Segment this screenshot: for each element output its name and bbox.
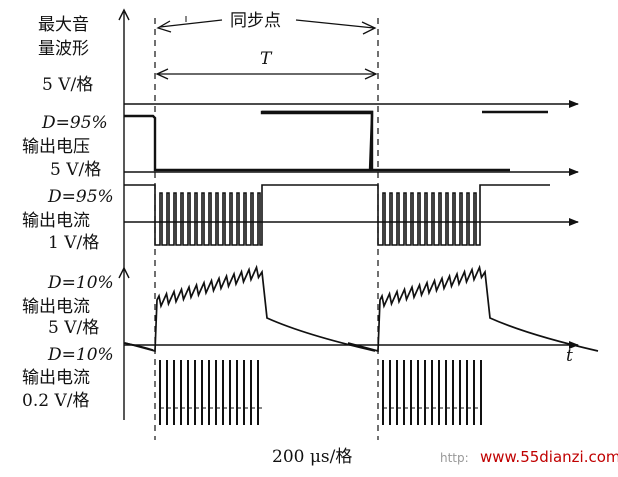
voltage-d95-segment — [262, 110, 510, 172]
current-d10-small-waveform — [159, 360, 482, 425]
current-d10-cycle — [347, 264, 599, 353]
label-line: 最大音 — [38, 15, 89, 35]
sync-arrowhead-left — [156, 20, 172, 33]
label-line: 输出电流 — [22, 297, 90, 317]
label-d95-output-current: D=95% 输出电流 1 V/格 — [22, 187, 114, 253]
voltage-d95-waveform — [124, 110, 374, 172]
label-line: D=95% — [41, 113, 108, 133]
label-line: 5 V/格 — [42, 75, 93, 95]
axis-v-arrow — [118, 266, 130, 279]
current-d95-waveform — [124, 184, 550, 246]
label-line: D=95% — [47, 187, 114, 207]
label-d10-output-current-small: D=10% 输出电流 0.2 V/格 — [22, 345, 114, 411]
axis-v-arrow — [118, 8, 130, 21]
label-line: 5 V/格 — [50, 160, 101, 180]
label-d95-output-voltage: D=95% 输出电压 5 V/格 — [22, 113, 108, 180]
sync-arrow-left — [159, 19, 223, 28]
time-axis-label: t — [566, 346, 573, 366]
label-line: 输出电压 — [22, 137, 90, 157]
timebase-label: 200 μs/格 — [272, 447, 352, 467]
label-line: 输出电流 — [22, 211, 90, 231]
label-line: 0.2 V/格 — [22, 391, 89, 411]
current-d95-trace — [124, 184, 550, 246]
period-arrowhead-left — [155, 68, 169, 80]
current-d10-cycle — [124, 264, 376, 353]
label-d10-output-current: D=10% 输出电流 5 V/格 — [22, 273, 114, 338]
watermark-site: www.55dianzi.com — [480, 448, 618, 466]
label-line: 1 V/格 — [48, 233, 99, 253]
label-line: D=10% — [47, 345, 114, 365]
period-label: T — [260, 49, 273, 69]
sync-arrowhead-right — [361, 21, 377, 35]
sync-arrow-right — [295, 19, 375, 29]
sync-point-label: 同步点 — [230, 11, 281, 31]
label-line: D=10% — [47, 273, 114, 293]
label-line: 5 V/格 — [48, 318, 99, 338]
current-d10-waveform — [123, 264, 599, 353]
label-line: 输出电流 — [22, 368, 90, 388]
period-arrowhead-right — [364, 68, 378, 80]
label-line: 量波形 — [38, 39, 89, 59]
label-max-volume: 最大音 量波形 5 V/格 — [38, 15, 93, 95]
watermark-prefix: http: — [440, 451, 469, 465]
